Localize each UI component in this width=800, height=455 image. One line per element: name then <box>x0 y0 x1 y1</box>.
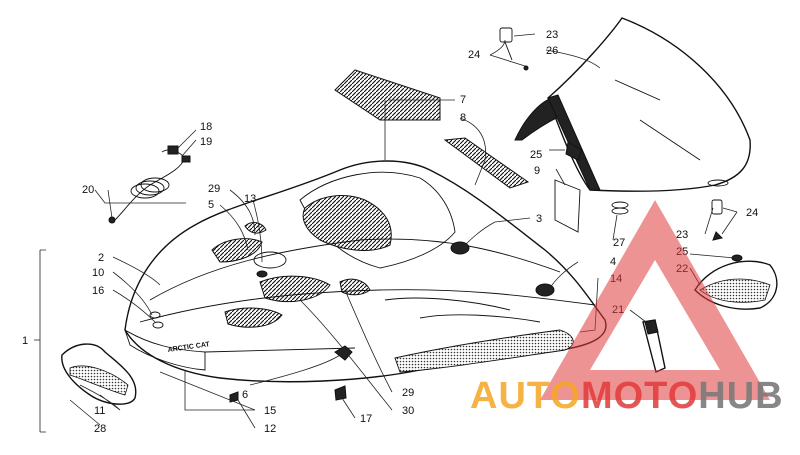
hood-assembly <box>124 160 607 383</box>
decal-parts <box>334 69 581 233</box>
label-24-top: 24 <box>468 49 480 61</box>
label-29-top: 29 <box>208 183 220 195</box>
label-13: 13 <box>244 193 256 205</box>
label-24-right: 24 <box>746 207 758 219</box>
label-16: 16 <box>92 285 104 297</box>
label-19: 19 <box>200 136 212 148</box>
watermark: AUTOMOTOHUB <box>470 200 784 417</box>
label-5: 5 <box>208 199 214 211</box>
label-8: 8 <box>460 112 466 124</box>
watermark-hub: HUB <box>698 375 783 417</box>
watermark-auto: AUTO <box>470 375 581 417</box>
label-6: 6 <box>242 389 248 401</box>
windshield <box>514 17 751 192</box>
wire-harness <box>108 145 191 224</box>
label-15: 15 <box>264 405 276 417</box>
label-23-right: 23 <box>676 229 688 241</box>
label-4: 4 <box>610 256 616 268</box>
label-20: 20 <box>82 184 94 196</box>
label-17: 17 <box>360 413 372 425</box>
label-12: 12 <box>264 423 276 435</box>
label-3: 3 <box>536 213 542 225</box>
label-29-bottom: 29 <box>402 387 414 399</box>
label-2: 2 <box>98 252 104 264</box>
label-18: 18 <box>200 121 212 133</box>
label-30: 30 <box>402 405 414 417</box>
hand-guard <box>694 260 778 310</box>
watermark-triangle-icon <box>540 200 770 400</box>
label-7: 7 <box>460 94 466 106</box>
label-26: 26 <box>546 45 558 57</box>
label-10: 10 <box>92 267 104 279</box>
small-hardware <box>229 27 743 403</box>
watermark-text: AUTOMOTOHUB <box>470 375 784 417</box>
label-1: 1 <box>22 335 28 347</box>
left-bracket <box>61 343 137 405</box>
watermark-moto: MOTO <box>581 375 698 417</box>
label-9: 9 <box>534 165 540 177</box>
label-11: 11 <box>94 405 105 417</box>
label-28: 28 <box>94 423 106 435</box>
label-23-top: 23 <box>546 29 558 41</box>
label-27: 27 <box>613 237 625 249</box>
label-25-top: 25 <box>530 149 542 161</box>
